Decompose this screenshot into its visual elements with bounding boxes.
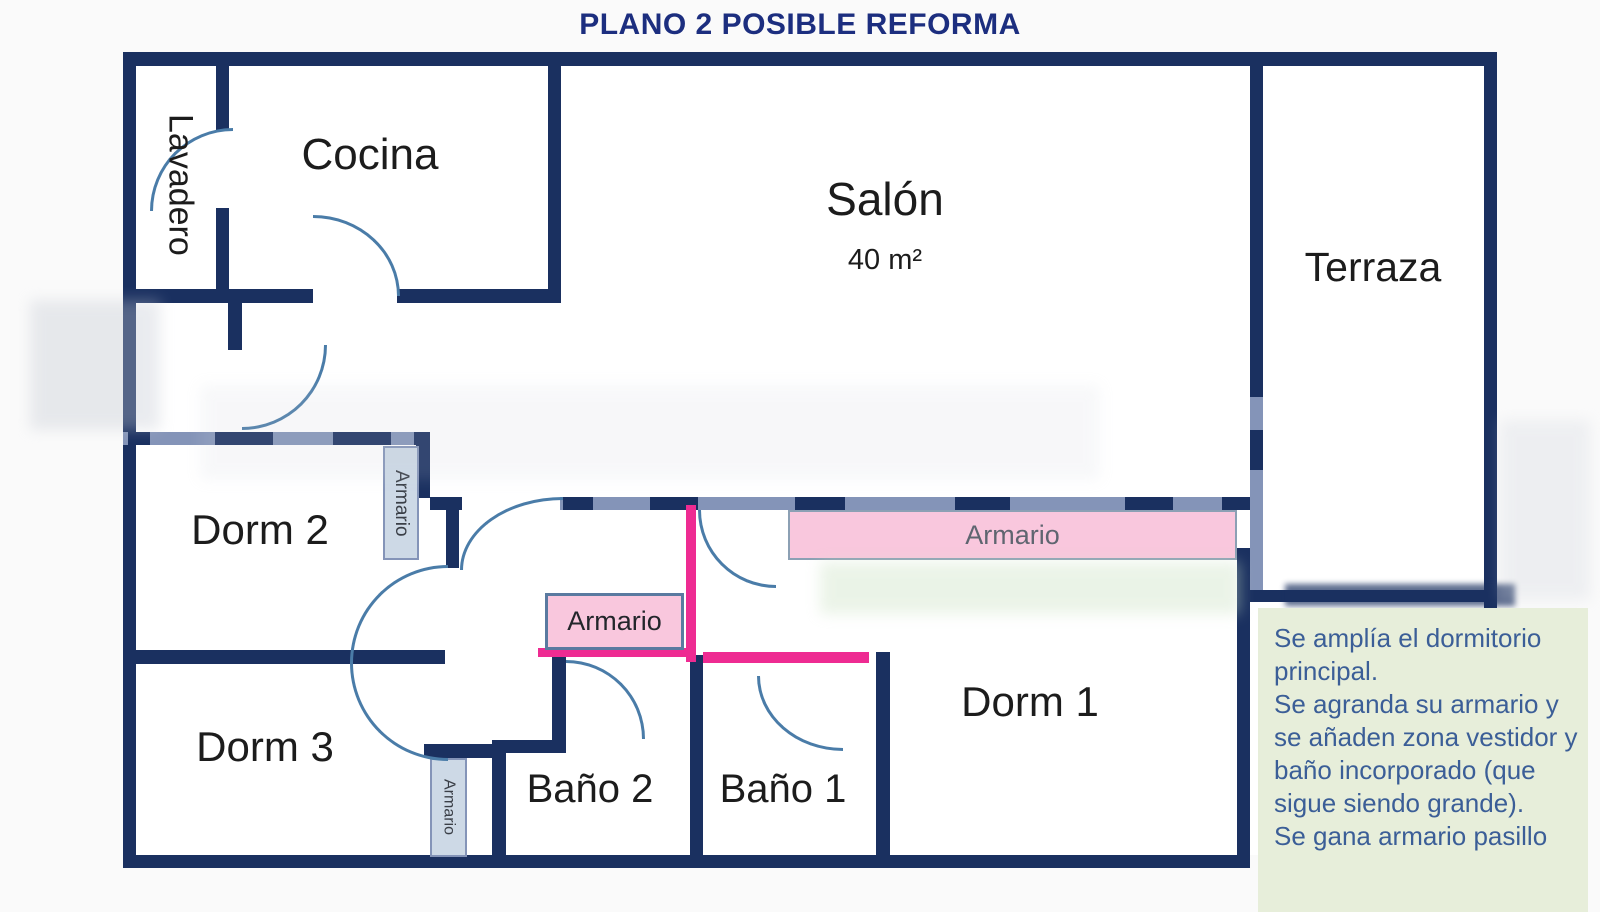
room-label-salon: Salón [826,173,944,225]
wall [876,652,890,868]
wall [1250,52,1263,397]
wall [123,289,313,303]
wall [228,303,242,350]
wall [1484,52,1497,608]
wall [492,740,566,753]
room-label-lavadero: Lavadero [152,95,208,275]
note-line: Se amplía el dormitorio principal. [1274,623,1542,687]
room-label-salon-area: 40 m² [847,244,923,276]
closet-dorm2: Armario [383,446,419,560]
wall [552,650,566,750]
room-label-bano1: Baño 1 [719,767,847,811]
closet-label: Armario [440,779,458,836]
window-wall [560,497,1250,510]
closet-label: Armario [567,606,662,636]
wall [1250,430,1263,470]
window-wall [1250,397,1263,602]
closet-hall-mid: Armario [545,593,684,650]
wall [955,497,1010,510]
watermark [1500,420,1590,600]
wall [123,52,1497,66]
wall [563,497,593,510]
wall [430,497,462,510]
room-label-terraza: Terraza [1304,244,1442,290]
wall [690,655,703,868]
wall [1222,497,1250,510]
wall [1237,548,1250,868]
wall [216,66,229,130]
wall [128,432,150,445]
room-label-dorm3: Dorm 3 [196,723,334,770]
wall [333,432,391,445]
note-line: Se agranda su armario y se añaden zona v… [1274,689,1578,819]
room-label-text: Lavadero [161,114,200,256]
wall [548,66,561,303]
wall [416,432,430,498]
reform-wall [703,652,869,663]
reform-wall [538,648,690,657]
room-label-cocina: Cocina [301,130,439,179]
wall [216,208,229,292]
page-title: PLANO 2 POSIBLE REFORMA [579,8,1021,41]
wall [492,744,506,868]
reform-wall [686,505,696,662]
wall [446,510,459,568]
wall [795,497,845,510]
wall [123,52,136,868]
wall [215,432,273,445]
wall [397,289,560,303]
room-label-dorm1: Dorm 1 [961,678,1099,725]
closet-pasillo-band: Armario [788,510,1237,560]
annotation-note: Se amplía el dormitorio principal. Se ag… [1258,608,1588,912]
room-label-bano2: Baño 2 [526,767,654,811]
closet-label: Armario [391,469,412,537]
note-line: Se gana armario pasillo [1274,821,1548,852]
closet-hall-small: Armario [430,758,467,857]
wall [1250,590,1497,602]
wall [1125,497,1173,510]
wall [123,855,1250,868]
room-label-dorm2: Dorm 2 [191,506,329,553]
closet-label: Armario [965,519,1060,550]
